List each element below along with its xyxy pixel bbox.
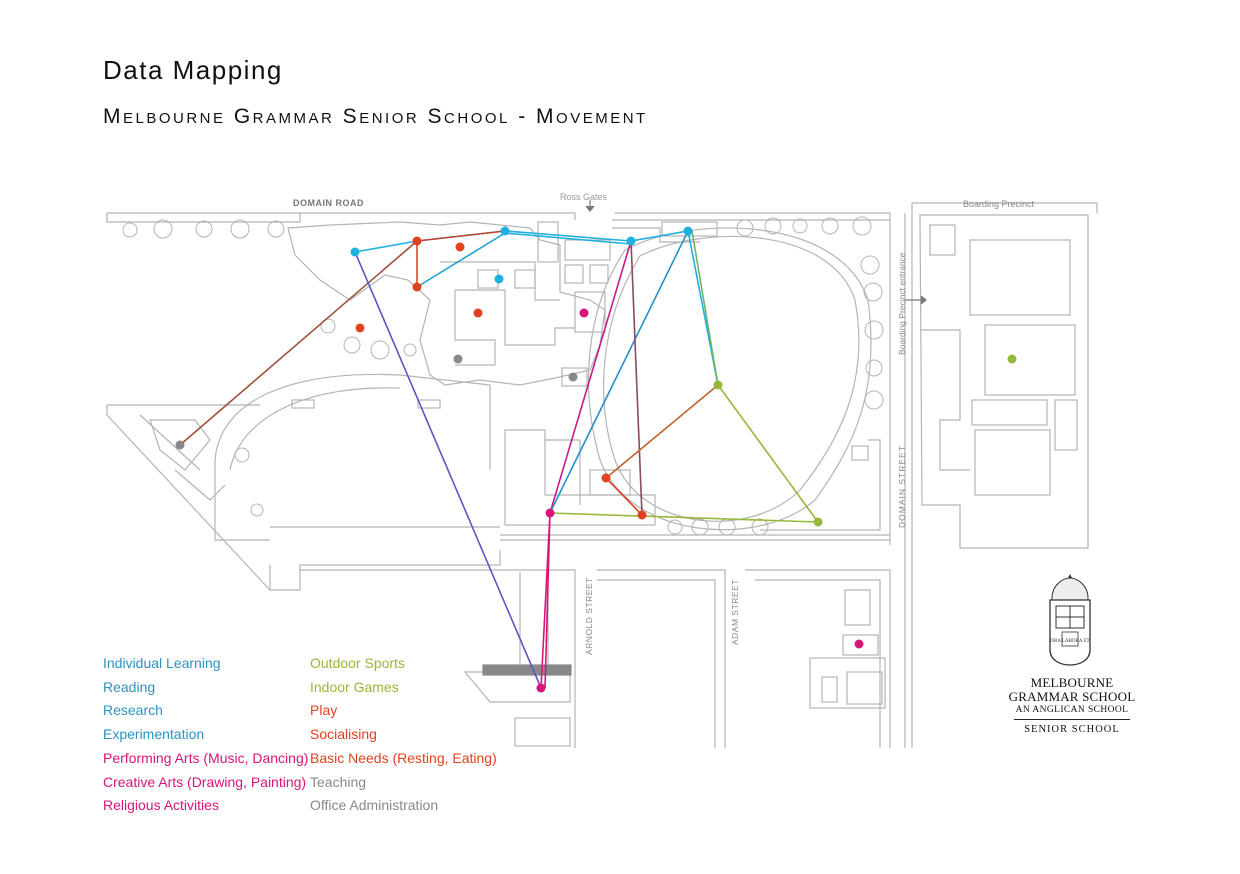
dot-red bbox=[455, 242, 465, 252]
dot-grey bbox=[568, 372, 578, 382]
legend-item: Research bbox=[103, 702, 163, 719]
logo-name-line3: AN ANGLICAN SCHOOL bbox=[1015, 705, 1129, 715]
path-experimentation bbox=[354, 251, 542, 689]
logo-name-line2: GRAMMAR SCHOOL bbox=[1008, 689, 1136, 704]
dot-cyan bbox=[350, 247, 360, 257]
path-basic-needs bbox=[179, 240, 418, 446]
dot-cyan bbox=[626, 236, 636, 246]
dot-green bbox=[713, 380, 723, 390]
path-green-bottom bbox=[549, 512, 819, 523]
legend-item: Individual Learning bbox=[103, 655, 221, 671]
legend-item: Basic Needs (Resting, Eating) bbox=[310, 749, 497, 766]
dot-green bbox=[1007, 354, 1017, 364]
activity-dots bbox=[175, 226, 1017, 693]
dot-red bbox=[355, 323, 365, 333]
dot-red bbox=[601, 473, 611, 483]
school-crest-icon: ORA LABORA ET bbox=[1049, 574, 1091, 666]
crest-motto: ORA LABORA ET bbox=[1050, 639, 1089, 644]
path-green-cyan bbox=[691, 230, 719, 386]
path-performing-arts bbox=[549, 240, 632, 514]
boarding-precinct-label: Boarding Precinct bbox=[963, 199, 1035, 209]
path-research bbox=[416, 232, 506, 288]
dot-grey bbox=[175, 440, 185, 450]
map-trees bbox=[122, 216, 884, 536]
arnold-street-label: ARNOLD STREET bbox=[584, 577, 594, 655]
path-religious bbox=[544, 512, 551, 689]
dot-magenta bbox=[536, 683, 546, 693]
path-reading bbox=[504, 232, 632, 245]
legend-item: Religious Activities bbox=[103, 797, 219, 814]
path-indoor-games bbox=[605, 384, 719, 479]
dot-magenta bbox=[854, 639, 864, 649]
logo-name-line4: SENIOR SCHOOL bbox=[1024, 724, 1120, 735]
legend-item: Teaching bbox=[310, 773, 367, 790]
dot-green bbox=[813, 517, 823, 527]
page-subtitle: Melbourne Grammar Senior School - Moveme… bbox=[103, 105, 648, 128]
path-blue-diagonal bbox=[549, 230, 689, 514]
path-brown-vertical bbox=[630, 240, 643, 516]
legend-item: Experimentation bbox=[103, 726, 205, 743]
legend-item: Office Administration bbox=[310, 797, 439, 814]
legend-item: Outdoor Sports bbox=[310, 655, 405, 671]
legend-item: Reading bbox=[103, 678, 156, 695]
school-logo: MELBOURNE GRAMMAR SCHOOL AN ANGLICAN SCH… bbox=[1006, 570, 1138, 740]
dot-red bbox=[412, 236, 422, 246]
boarding-entrance-label: Boarding Precinct entrance bbox=[897, 252, 907, 355]
legend-item: Indoor Games bbox=[310, 678, 399, 695]
logo-name-line1: MELBOURNE bbox=[1030, 675, 1114, 690]
adam-street-label: ADAM STREET bbox=[730, 579, 740, 645]
dot-magenta bbox=[545, 508, 555, 518]
legend-left: Individual Learning Reading Research Exp… bbox=[103, 652, 308, 818]
dot-cyan bbox=[500, 226, 510, 236]
dot-cyan bbox=[683, 226, 693, 236]
path-play bbox=[605, 477, 643, 516]
movement-paths bbox=[179, 230, 819, 689]
dot-red bbox=[637, 510, 647, 520]
domain-road-label: DOMAIN ROAD bbox=[293, 198, 364, 208]
dot-red bbox=[412, 282, 422, 292]
page-title: Data Mapping bbox=[103, 55, 283, 85]
legend-item: Play bbox=[310, 702, 338, 719]
path-play-red bbox=[416, 230, 506, 242]
dot-cyan bbox=[494, 274, 504, 284]
legend-item: Performing Arts (Music, Dancing) bbox=[103, 749, 309, 766]
dot-grey bbox=[453, 354, 463, 364]
map-basemap bbox=[106, 200, 1098, 748]
ross-gates-label: Ross Gates bbox=[560, 192, 608, 202]
legend-item: Socialising bbox=[310, 726, 377, 743]
legend-right: Outdoor Sports Indoor Games Play Sociali… bbox=[310, 652, 497, 818]
dot-magenta bbox=[579, 308, 589, 318]
logo-divider bbox=[1014, 719, 1130, 720]
dot-red bbox=[473, 308, 483, 318]
legend-item: Creative Arts (Drawing, Painting) bbox=[103, 773, 307, 790]
path-outdoor-sports bbox=[717, 384, 819, 523]
domain-street-label: DOMAIN STREET bbox=[897, 445, 907, 528]
